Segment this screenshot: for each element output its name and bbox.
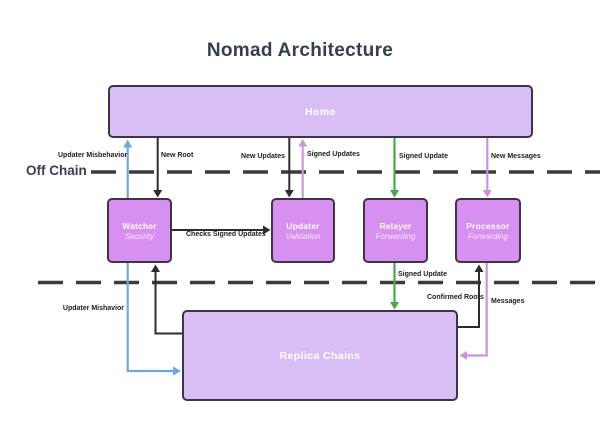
edge-label-new-updates: New Updates <box>241 153 285 160</box>
edge-signed-update-home-relayer-line <box>390 138 399 198</box>
edge-replica-to-watcher-line <box>151 264 182 335</box>
edge-new-messages-line <box>482 138 492 198</box>
off-chain-label: Off Chain <box>26 163 87 178</box>
edge-messages-line <box>459 263 488 360</box>
node-updater-role: Validation <box>285 231 321 241</box>
edge-label-signed-updates: Signed Updates <box>307 151 360 158</box>
node-processor: Processor Forwarding <box>455 198 521 263</box>
edge-label-signed-update-relayer-replica: Signed Update <box>398 271 448 278</box>
node-home: Home <box>108 85 533 138</box>
node-processor-label: Processor <box>466 220 510 231</box>
edge-label-messages: Messages <box>491 298 525 305</box>
edge-new-updates-line <box>284 138 294 198</box>
node-updater: Updater Validation <box>271 198 335 263</box>
node-replica-chains-label: Replica Chains <box>279 349 361 362</box>
node-relayer-label: Relayer <box>379 220 412 231</box>
node-watcher-role: Security <box>125 231 154 241</box>
node-watcher-label: Watcher <box>122 220 157 231</box>
edge-label-new-messages: New Messages <box>491 153 541 160</box>
edge-label-updater-misbehavior: Updater Misbehavior <box>58 152 128 159</box>
diagram-title: Nomad Architecture <box>206 40 394 61</box>
edge-label-checks-signed-updates: Checks Signed Updates <box>186 231 266 238</box>
edge-label-signed-update-home-relayer: Signed Update <box>399 153 449 160</box>
edge-label-confirmed-roots: Confirmed Roots <box>427 294 484 301</box>
edge-new-root-line <box>153 138 163 198</box>
node-watcher: Watcher Security <box>107 198 172 263</box>
edge-label-updater-mishavior: Updater Mishavior <box>62 305 124 312</box>
edge-signed-updates-line <box>298 139 308 198</box>
edge-checks-signed-updates-line <box>172 225 271 235</box>
node-relayer-role: Forwarding <box>375 231 416 241</box>
node-home-label: Home <box>305 105 336 118</box>
edge-confirmed-roots-line <box>458 264 484 328</box>
node-updater-label: Updater <box>286 220 320 231</box>
node-processor-role: Forwarding <box>467 231 508 241</box>
node-relayer: Relayer Forwarding <box>363 198 428 263</box>
node-replica-chains: Replica Chains <box>182 310 458 401</box>
edge-signed-update-relayer-replica-line <box>390 263 399 310</box>
edge-label-new-root: New Root <box>161 152 194 159</box>
